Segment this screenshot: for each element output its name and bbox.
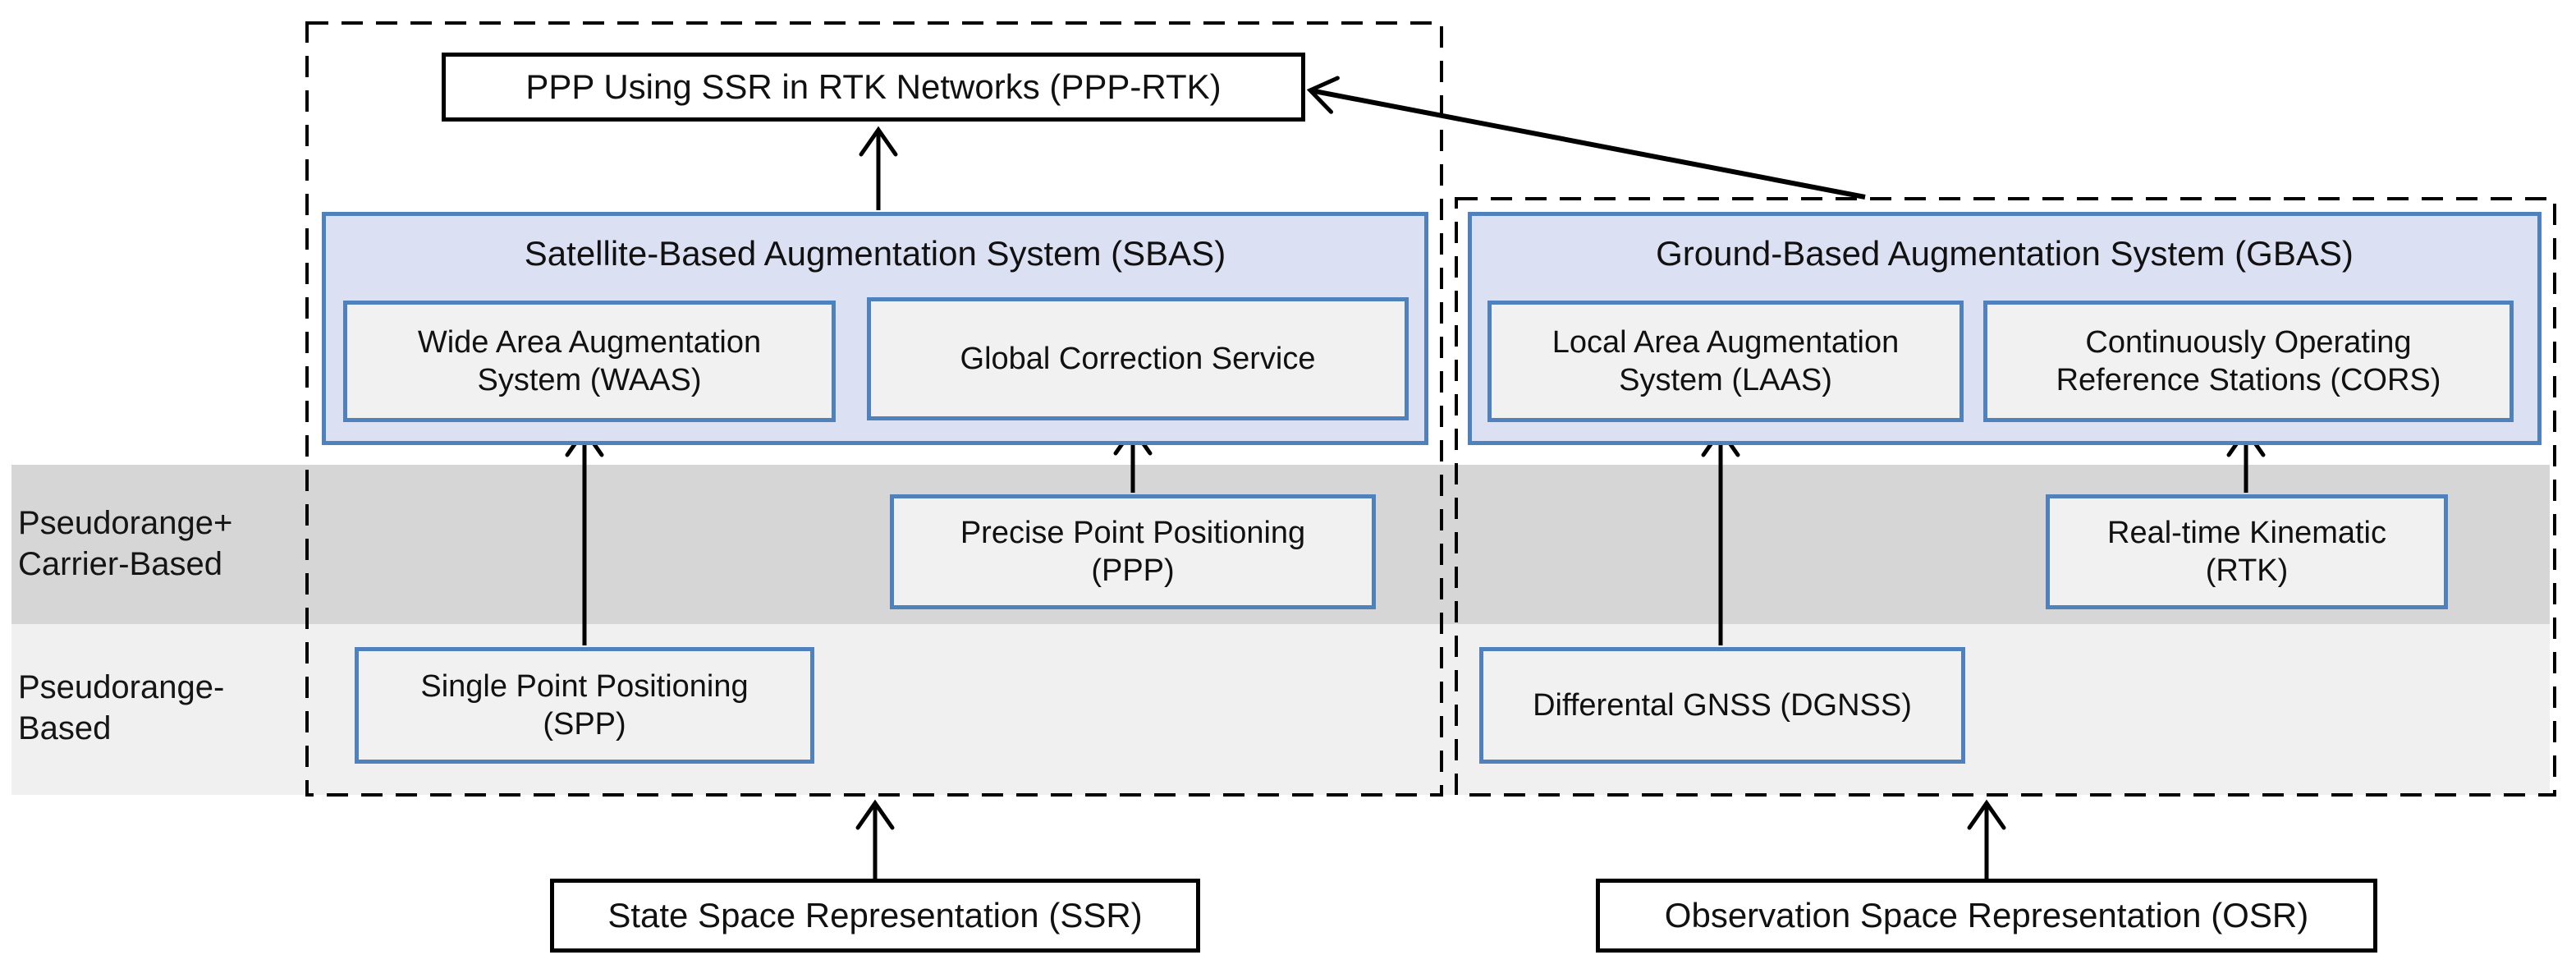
sbas-title: Satellite-Based Augmentation System (SBA… <box>524 234 1226 273</box>
node-spp: Single Point Positioning (SPP) <box>355 647 814 764</box>
node-laas-line1: Local Area Augmentation <box>1552 325 1900 360</box>
node-waas-line2: System (WAAS) <box>477 363 702 397</box>
box-ppp-rtk: PPP Using SSR in RTK Networks (PPP-RTK) <box>442 53 1305 122</box>
band-label-pseudorange-based: Pseudorange- Based <box>18 667 224 749</box>
node-cors: Continuously Operating Reference Station… <box>1983 301 2514 422</box>
band-label-line: Based <box>18 710 112 746</box>
box-ssr-label: State Space Representation (SSR) <box>607 896 1143 934</box>
box-osr-label: Observation Space Representation (OSR) <box>1664 896 2309 934</box>
node-rtk-line2: (RTK) <box>2205 553 2289 588</box>
node-cors-line1: Continuously Operating <box>2085 325 2412 360</box>
band-label-line: Pseudorange- <box>18 669 225 705</box>
node-laas: Local Area Augmentation System (LAAS) <box>1487 301 1964 422</box>
node-laas-line2: System (LAAS) <box>1619 363 1832 397</box>
node-ppp-line1: Precise Point Positioning <box>960 516 1306 550</box>
box-osr: Observation Space Representation (OSR) <box>1596 879 2377 953</box>
band-label-line: Pseudorange+ <box>18 505 233 541</box>
node-waas-line1: Wide Area Augmentation <box>417 325 762 360</box>
band-label-line: Carrier-Based <box>18 546 222 582</box>
node-gcs-line1: Global Correction Service <box>960 342 1316 376</box>
node-cors-line2: Reference Stations (CORS) <box>2056 363 2441 397</box>
node-waas: Wide Area Augmentation System (WAAS) <box>343 301 836 422</box>
node-global-correction-service: Global Correction Service <box>867 297 1409 420</box>
node-spp-line1: Single Point Positioning <box>420 669 749 704</box>
node-ppp-line2: (PPP) <box>1091 553 1175 588</box>
node-dgnss-line1: Differental GNSS (DGNSS) <box>1533 688 1912 723</box>
node-ppp: Precise Point Positioning (PPP) <box>890 494 1376 609</box>
node-dgnss: Differental GNSS (DGNSS) <box>1479 647 1965 764</box>
box-ppp-rtk-label: PPP Using SSR in RTK Networks (PPP-RTK) <box>525 67 1222 106</box>
node-rtk: Real-time Kinematic (RTK) <box>2046 494 2448 609</box>
node-rtk-line1: Real-time Kinematic <box>2107 516 2386 550</box>
band-label-pseudorange-carrier: Pseudorange+ Carrier-Based <box>18 503 232 585</box>
arrow-osr-domain-to-ppprtk <box>1306 76 1866 200</box>
gbas-title: Ground-Based Augmentation System (GBAS) <box>1656 234 2354 273</box>
box-ssr: State Space Representation (SSR) <box>550 879 1200 953</box>
node-spp-line2: (SPP) <box>543 707 626 742</box>
